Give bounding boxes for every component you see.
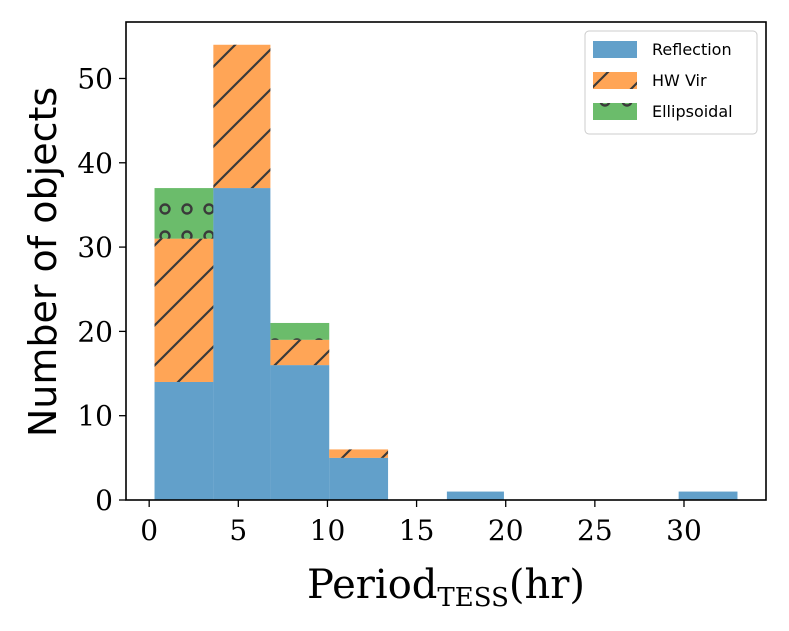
y-axis: 0 10 20 30 40 50 [77,62,126,517]
x-axis-title-main: Period [307,562,437,608]
y-axis-title: Number of objects [21,87,65,437]
x-tick-label: 10 [310,514,346,547]
bar-hatch-hw-vir-bin-3 [270,339,330,366]
bar-reflection-bin-3 [270,365,330,500]
legend-label-reflection: Reflection [652,40,732,59]
plot-frame [125,21,767,501]
bar-hatch-hw-vir-bin-4 [329,449,389,458]
legend-swatch-hatch-ellipsoidal [593,103,637,120]
bar-reflection-bin-4 [329,457,389,500]
x-axis-title-subscript: TESS [437,583,509,613]
x-tick-label: 0 [140,514,158,547]
y-tick-label: 40 [77,147,113,180]
y-tick-label: 0 [95,484,113,517]
legend-label-hw-vir: HW Vir [652,71,707,90]
x-tick-label: 25 [577,514,613,547]
x-tick-label: 30 [666,514,702,547]
bar-reflection-bin-2 [213,188,271,500]
x-axis-title-unit: (hr) [509,562,585,608]
x-axis: 0 5 10 15 20 25 30 [140,500,702,547]
bar-hatch-ellipsoidal-bin-3 [270,322,330,340]
bar-hatch-hw-vir-bin-2 [213,44,271,189]
legend-swatch-reflection [593,41,637,58]
bar-hatch-hw-vir-bin-1 [154,238,214,382]
legend-label-ellipsoidal: Ellipsoidal [652,102,733,121]
x-axis-title: PeriodTESS(hr) [307,562,585,613]
x-tick-label: 15 [399,514,435,547]
x-tick-label: 5 [229,514,247,547]
y-tick-label: 20 [77,315,113,348]
x-tick-label: 20 [488,514,524,547]
legend-swatch-hatch-hw-vir [593,72,637,89]
bar-reflection-bin-10 [678,491,738,500]
y-tick-label: 50 [77,62,113,95]
y-tick-label: 10 [77,400,113,433]
y-tick-label: 30 [77,231,113,264]
bars-group [154,44,738,500]
bar-reflection-bin-6 [446,491,504,500]
bar-hatch-ellipsoidal-bin-1 [154,188,214,239]
bar-reflection-bin-1 [154,381,214,500]
